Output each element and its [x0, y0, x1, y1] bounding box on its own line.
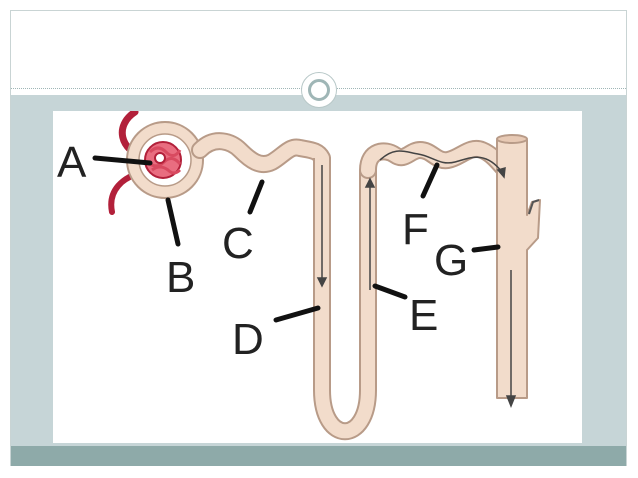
label-f: F — [402, 205, 429, 254]
proximal-convoluted-tubule-lumen — [193, 134, 329, 172]
nephron-svg: A B C D E F G — [57, 111, 541, 441]
label-c: C — [222, 219, 254, 268]
ornament-ring — [308, 79, 330, 101]
leader-lines — [92, 155, 501, 323]
distal-convoluted-tubule-lumen — [361, 141, 512, 177]
label-g: G — [434, 236, 468, 285]
leader-line-a — [92, 155, 153, 166]
distal-flow-arrow — [379, 150, 503, 173]
leader-line-e — [372, 283, 408, 300]
distal-arrowhead-icon — [496, 166, 506, 179]
collecting-arrowhead-icon — [505, 395, 517, 409]
label-d: D — [232, 315, 264, 364]
footer-band — [11, 446, 626, 466]
descending-arrowhead-icon — [316, 277, 328, 288]
label-e: E — [409, 291, 438, 340]
glomerulus — [144, 141, 182, 179]
leader-line-c — [247, 179, 265, 215]
divider-ornament-icon — [301, 72, 337, 108]
label-a: A — [57, 138, 87, 187]
label-b: B — [166, 253, 195, 302]
leader-line-d — [273, 305, 321, 323]
flow-arrows — [316, 150, 517, 409]
leader-line-f — [420, 162, 440, 199]
leader-line-g — [471, 244, 501, 253]
nephron-diagram: A B C D E F G — [53, 111, 582, 443]
leader-line-b — [165, 197, 181, 247]
ascending-arrowhead-icon — [364, 177, 376, 188]
loop-of-henle-lumen — [315, 158, 375, 439]
part-labels: A B C D E F G — [57, 138, 468, 364]
